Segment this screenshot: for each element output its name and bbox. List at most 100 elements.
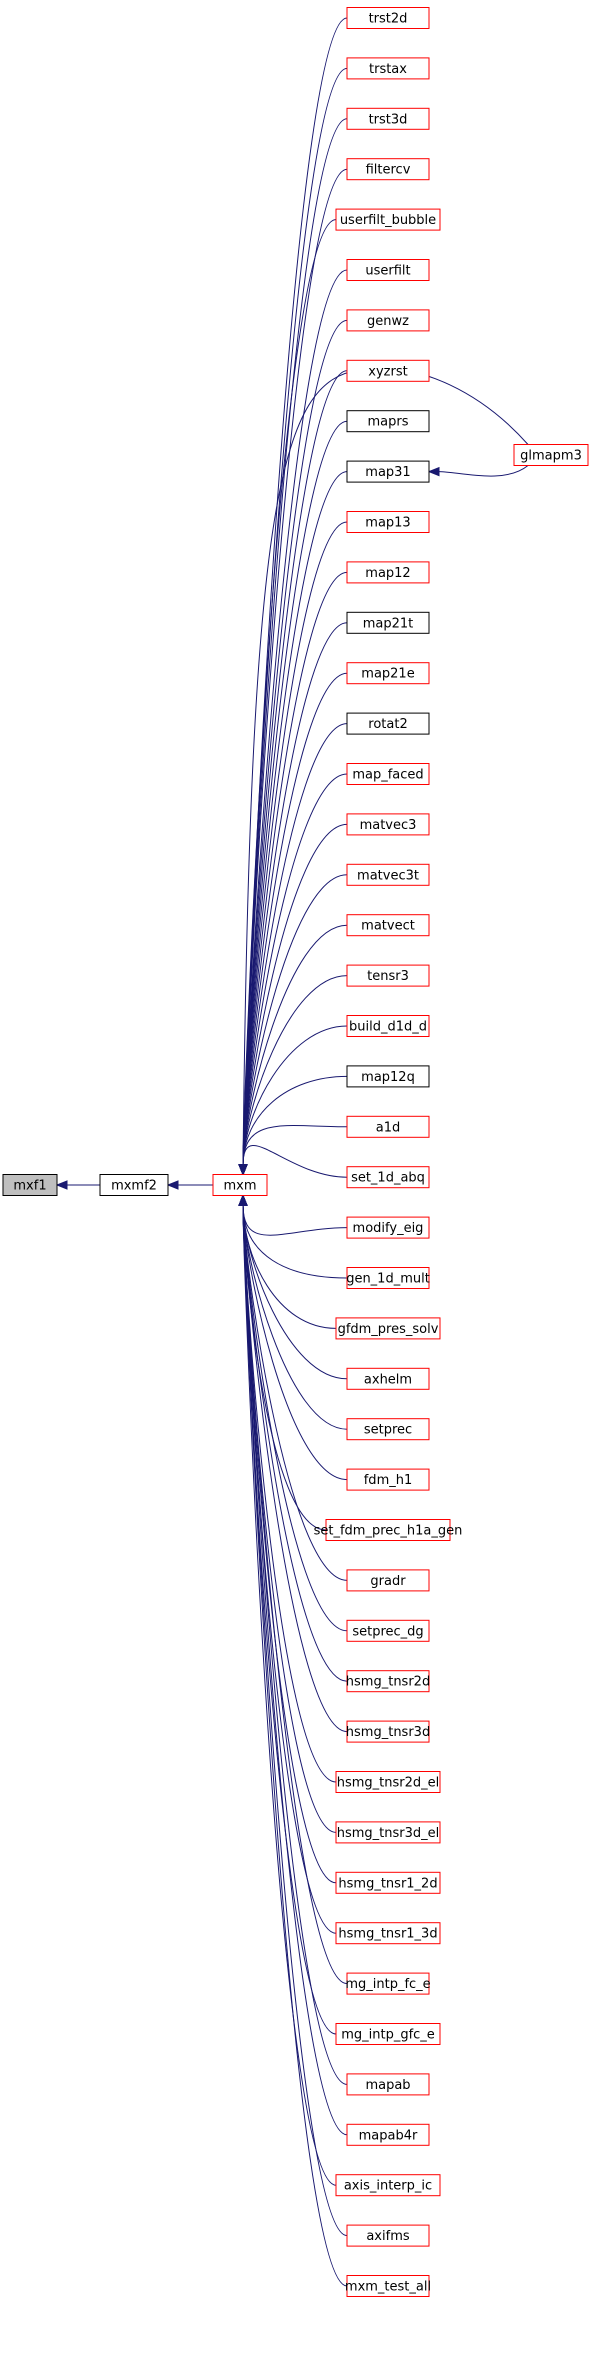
edge-setprec-to-mxm [242,1204,348,1430]
node-box-matvect [346,914,430,937]
node-map12[interactable]: map12 [346,561,430,584]
node-box-xyzrst [346,359,430,382]
node-map21e[interactable]: map21e [346,662,430,685]
node-map-faced[interactable]: map_faced [346,763,430,785]
node-box-filtercv [346,158,430,181]
node-box-axis-interp-ic [335,2174,441,2197]
node-genwz[interactable]: genwz [346,309,430,332]
node-label-set-1d-abq: set_1d_abq [351,1171,425,1186]
node-gradr[interactable]: gradr [346,1569,430,1592]
node-hsmg-tnsr1-3d[interactable]: hsmg_tnsr1_3d [335,1922,441,1945]
node-matvec3t[interactable]: matvec3t [346,863,430,886]
edge-build-d1d-d-to-mxm [242,1025,348,1166]
node-hsmg-tnsr2d[interactable]: hsmg_tnsr2d [346,1670,430,1693]
node-set-fdm-prec-h1a-gen[interactable]: set_fdm_prec_h1a_gen [314,1519,463,1541]
node-box-mapab4r [346,2123,430,2146]
node-label-matvect: matvect [361,919,415,934]
node-box-build-d1d-d [346,1015,430,1037]
node-trst3d[interactable]: trst3d [346,107,430,130]
node-maprs[interactable]: maprs [346,410,430,433]
node-filtercv[interactable]: filtercv [346,158,430,181]
node-userfilt[interactable]: userfilt [346,259,430,281]
node-fdm-h1[interactable]: fdm_h1 [346,1468,430,1491]
node-label-trst2d: trst2d [369,12,408,27]
node-label-axhelm: axhelm [364,1372,412,1387]
node-box-trst3d [346,107,430,130]
edge-trst3d-to-mxm [242,118,348,1166]
edge-gen-1d-mult-to-mxm [242,1204,348,1279]
node-box-trst2d [346,7,430,29]
node-hsmg-tnsr3d[interactable]: hsmg_tnsr3d [346,1720,430,1743]
node-mxmf2[interactable]: mxmf2 [99,1174,169,1196]
node-gen-1d-mult[interactable]: gen_1d_mult [346,1267,430,1289]
node-label-map21t: map21t [363,616,414,631]
node-box-userfilt-bubble [335,208,441,231]
node-set-1d-abq[interactable]: set_1d_abq [346,1166,430,1189]
node-matvec3[interactable]: matvec3 [346,813,430,836]
node-setprec[interactable]: setprec [346,1418,430,1441]
node-label-gradr: gradr [370,1574,406,1589]
node-label-gen-1d-mult: gen_1d_mult [346,1272,430,1287]
node-map31[interactable]: map31 [346,460,430,483]
node-trst2d[interactable]: trst2d [346,7,430,29]
node-mxf1[interactable]: mxf1 [2,1174,58,1196]
node-map13[interactable]: map13 [346,511,430,533]
node-mg-intp-fc-e[interactable]: mg_intp_fc_e [345,1972,431,1995]
node-label-userfilt: userfilt [365,264,410,279]
edge-userfilt-bubble-to-mxm [242,219,337,1166]
node-box-hsmg-tnsr3d [346,1720,430,1743]
node-mg-intp-gfc-e[interactable]: mg_intp_gfc_e [335,2023,441,2045]
node-box-mxm-test-all [346,2275,430,2297]
node-setprec-dg[interactable]: setprec_dg [346,1619,430,1642]
node-label-build-d1d-d: build_d1d_d [349,1020,427,1035]
node-rotat2[interactable]: rotat2 [346,712,430,735]
node-label-mxm: mxm [223,1179,256,1194]
node-box-mapab [346,2073,430,2096]
node-map21t[interactable]: map21t [346,611,430,634]
edge-xyzrst-to-mxm [242,370,348,1166]
node-box-mxmf2 [99,1174,169,1196]
node-userfilt-bubble[interactable]: userfilt_bubble [335,208,441,231]
node-box-fdm-h1 [346,1468,430,1491]
node-box-setprec-dg [346,1619,430,1642]
node-a1d[interactable]: a1d [346,1115,430,1138]
node-box-mxf1 [2,1174,58,1196]
node-matvect[interactable]: matvect [346,914,430,937]
node-map12q[interactable]: map12q [346,1065,430,1088]
node-box-axhelm [346,1367,430,1390]
node-box-mxm [212,1174,268,1196]
node-label-userfilt-bubble: userfilt_bubble [340,213,436,228]
node-box-map21t [346,611,430,634]
node-gfdm-pres-solv[interactable]: gfdm_pres_solv [335,1317,441,1340]
node-label-matvec3t: matvec3t [357,868,419,883]
node-hsmg-tnsr2d-el[interactable]: hsmg_tnsr2d_el [335,1771,441,1793]
node-modify-eig[interactable]: modify_eig [346,1216,430,1239]
node-hsmg-tnsr1-2d[interactable]: hsmg_tnsr1_2d [335,1871,441,1894]
edge-mg-intp-fc-e-to-mxm [242,1204,348,1985]
node-label-glmapm3: glmapm3 [520,449,582,464]
node-label-axis-interp-ic: axis_interp_ic [344,2179,432,2194]
node-box-set-1d-abq [346,1166,430,1189]
node-mxm[interactable]: mxm [212,1174,268,1196]
arrowhead-mxmf2-to-mxf1 [55,1180,68,1190]
node-build-d1d-d[interactable]: build_d1d_d [346,1015,430,1037]
node-axifms[interactable]: axifms [346,2224,430,2247]
node-box-gradr [346,1569,430,1592]
edge-matvec3t-to-mxm [242,874,348,1166]
node-glmapm3[interactable]: glmapm3 [513,444,589,466]
node-mapab[interactable]: mapab [346,2073,430,2096]
node-box-setprec [346,1418,430,1441]
node-box-genwz [346,309,430,332]
edge-hsmg-tnsr1-3d-to-mxm [242,1204,337,1934]
node-trstax[interactable]: trstax [346,57,430,80]
node-mapab4r[interactable]: mapab4r [346,2123,430,2146]
node-label-mapab: mapab [365,2078,410,2093]
node-tensr3[interactable]: tensr3 [346,964,430,987]
node-hsmg-tnsr3d-el[interactable]: hsmg_tnsr3d_el [335,1821,441,1844]
node-axis-interp-ic[interactable]: axis_interp_ic [335,2174,441,2197]
node-label-hsmg-tnsr1-3d: hsmg_tnsr1_3d [338,1927,437,1942]
node-mxm-test-all[interactable]: mxm_test_all [345,2275,431,2297]
node-axhelm[interactable]: axhelm [346,1367,430,1390]
node-xyzrst[interactable]: xyzrst [346,359,430,382]
node-label-mapab4r: mapab4r [359,2128,418,2143]
